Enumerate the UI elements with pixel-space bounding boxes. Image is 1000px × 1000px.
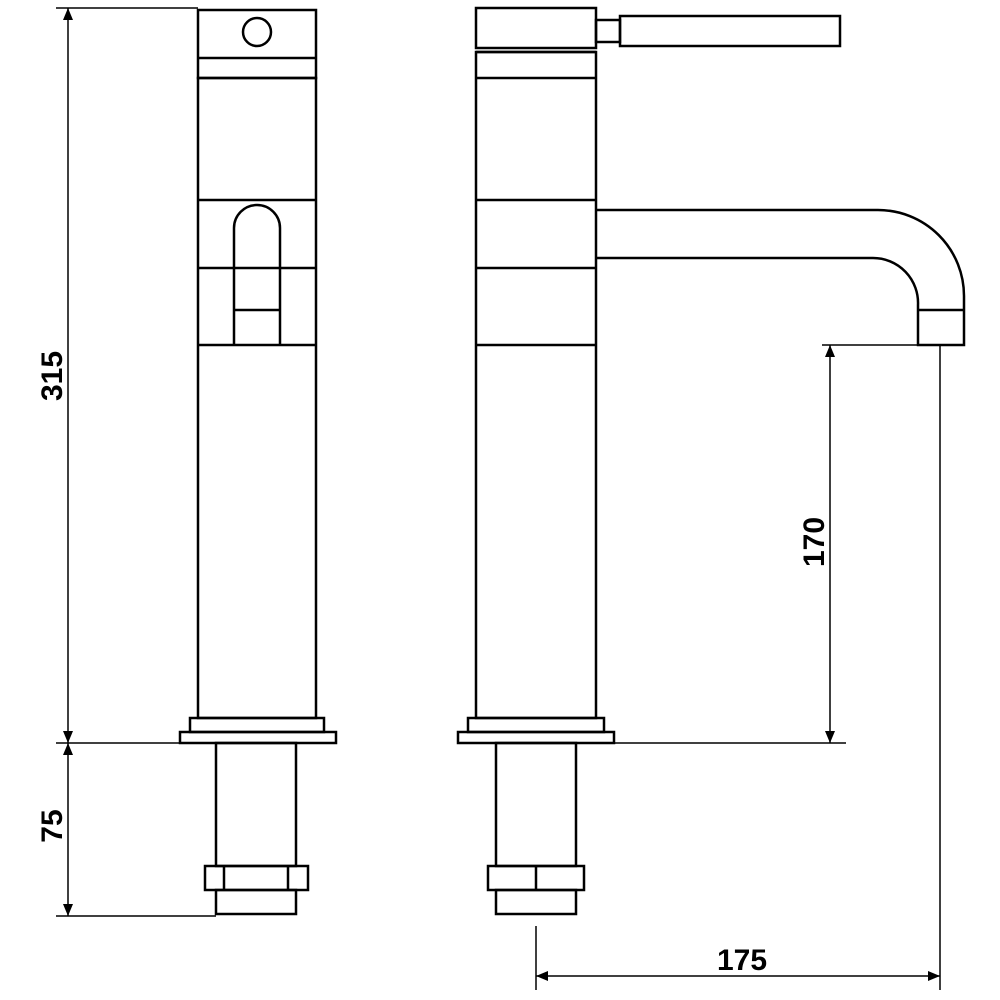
side-shank xyxy=(486,741,586,916)
dimension-spout-height-label: 170 xyxy=(798,517,831,567)
front-handle-head xyxy=(196,8,318,80)
dimension-spout-reach-label: 175 xyxy=(717,944,767,977)
side-body xyxy=(474,50,598,720)
dimension-shank-length: 75 xyxy=(36,743,73,916)
front-shank xyxy=(203,741,310,916)
side-base-flange xyxy=(456,716,616,745)
extension-lines xyxy=(56,7,941,990)
dimension-total-height: 315 xyxy=(36,7,73,743)
dimension-spout-height: 170 xyxy=(798,345,835,743)
dimension-shank-length-label: 75 xyxy=(36,809,69,842)
front-handle-pin-icon xyxy=(241,16,273,48)
front-view xyxy=(178,8,338,916)
dimension-spout-reach: 175 xyxy=(536,944,940,981)
front-base-flange xyxy=(178,716,338,745)
side-lever-handle xyxy=(474,6,842,54)
side-spout xyxy=(596,208,966,347)
side-view xyxy=(456,6,966,916)
front-spout-outlet xyxy=(232,203,282,345)
dimension-total-height-label: 315 xyxy=(36,351,69,401)
front-body xyxy=(196,76,318,720)
